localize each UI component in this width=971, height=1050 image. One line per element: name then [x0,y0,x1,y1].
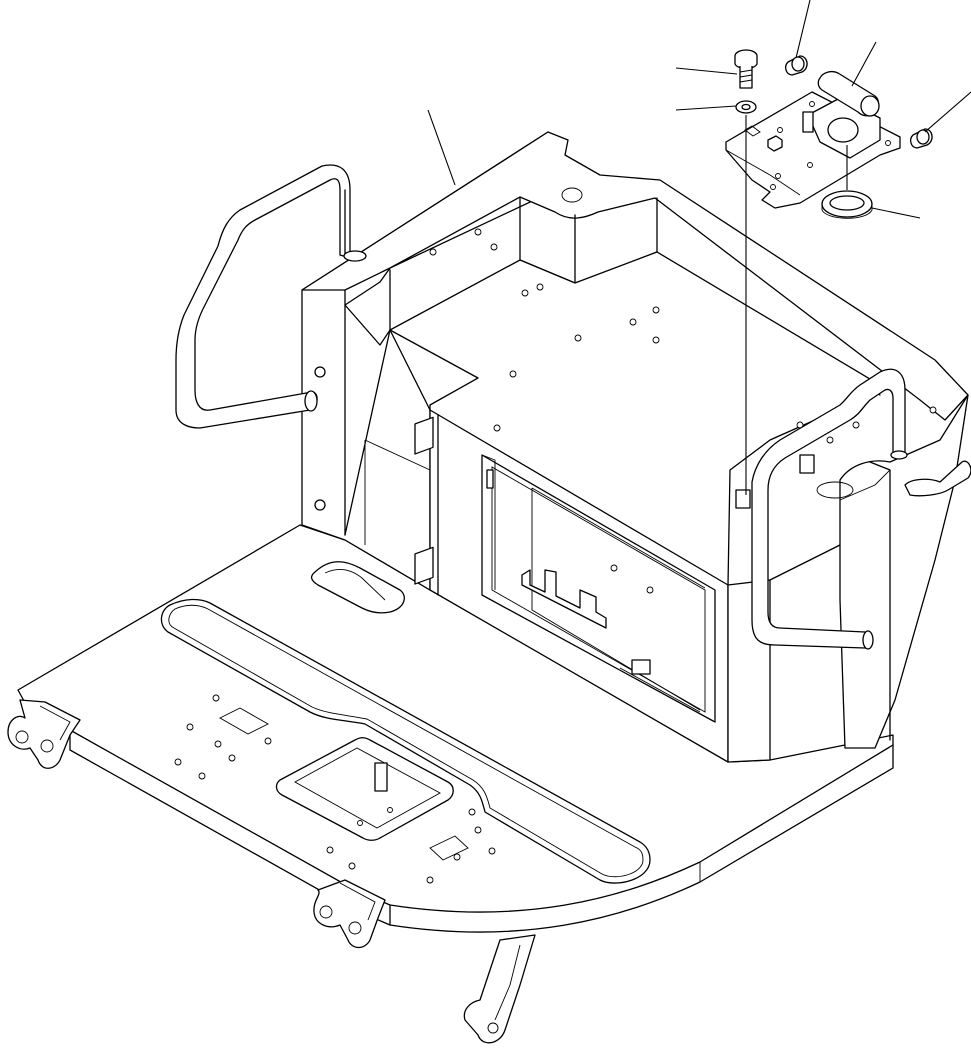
bushing [910,128,933,149]
floor-bead-channel [160,598,651,884]
floor-slot [219,707,269,735]
mounting-bracket-rear [463,934,536,1044]
wall-tab [414,416,434,455]
washer [735,100,757,114]
rubber-seal-ring [821,190,873,219]
hinge-pin [817,71,880,117]
wall-tab [414,546,434,585]
floor-inspection-cover [275,737,454,841]
floor-handle-pocket [310,561,405,614]
column-stub [735,489,751,509]
right-handrail [751,368,908,650]
bolt [734,49,758,89]
column-stub [799,454,815,474]
cab-rear-top [301,131,969,421]
mounting-bracket-front-left [7,699,81,769]
cab-seat-box-top [389,251,881,586]
cab-box [301,131,969,763]
left-handrail [175,164,367,429]
floor-cover-latch [374,762,388,792]
floor-slot [429,835,469,861]
storage-shelf-bracket [521,569,607,629]
right-side-console [816,394,971,749]
wall-bolt [314,499,326,511]
wall-bolt [314,366,326,378]
leader-lines [427,0,971,495]
floor-plate-edge [69,729,894,933]
cab-storage-opening [481,454,716,723]
storage-latch [631,659,651,675]
bushing [785,55,808,76]
mounting-bracket-front-center [313,879,386,949]
cab-holes [429,228,937,594]
